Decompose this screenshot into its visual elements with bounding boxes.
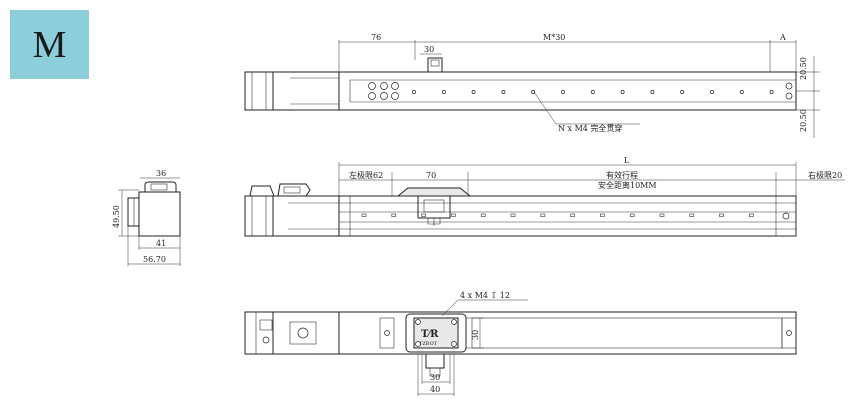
dim-a: A [779,33,786,42]
mounting-hole [561,90,565,94]
dim-40: 40 [430,385,440,394]
top-view: 76 M*30 A 30 20.50 [244,33,820,138]
dim-41: 41 [156,239,166,248]
side-slot [659,213,665,217]
dim-76: 76 [371,33,381,42]
dim-20-50-upper: 20.50 [799,57,808,80]
tzbot-logo: T⁄R TZBOT [419,329,439,347]
note-4x-m4: 4 x M4 ↧ 12 [460,291,510,300]
dim-30-horizontal: 30 [430,373,440,382]
end-view: 36 49.50 41 56.70 [112,169,181,266]
mounting-hole [739,90,744,94]
side-slot [629,213,635,217]
left-limit: 左极限62 [349,170,383,180]
dim-l: L [624,156,630,165]
safety-label: 安全距离10MM [598,180,657,190]
mounting-holes [412,90,774,94]
dim-m30: M*30 [543,33,565,42]
dim-30-top: 30 [424,45,434,54]
side-slot [540,213,546,217]
dim-70: 70 [426,171,436,180]
side-slot [749,213,754,217]
mounting-hole [590,90,595,94]
side-view: L 左极限62 70 有效行程 安全距离10MM 右极限20 [244,156,845,237]
side-slot [391,213,397,217]
right-limit: 右极限20 [808,170,842,180]
dim-20-50-lower: 20.50 [799,109,808,132]
stroke-label: 有效行程 [606,170,638,180]
side-slot [361,213,367,217]
side-slot [421,213,426,217]
side-slot [480,213,486,217]
side-slots [361,213,754,217]
mounting-hole [650,90,655,94]
mounting-hole [620,90,625,94]
dim-30-vertical: 30 [471,330,480,340]
side-slot [689,213,695,217]
dim-56-70: 56.70 [143,255,166,264]
note-n-m4: N x M4 完全贯穿 [558,123,622,133]
model-badge: M [10,10,89,79]
mounting-hole [531,90,536,94]
mounting-hole [769,90,774,94]
mounting-hole [710,90,714,94]
svg-text:T⁄R: T⁄R [421,329,439,340]
side-slot [570,213,575,217]
side-slot [719,213,724,217]
svg-text:TZBOT: TZBOT [419,341,438,347]
mounting-hole [680,90,685,94]
mounting-hole [471,90,476,94]
dim-49-50: 49.50 [112,205,121,228]
mounting-hole [412,90,416,94]
mounting-hole [441,90,446,94]
dim-36: 36 [156,169,166,178]
mounting-hole [501,90,506,94]
model-letter: M [32,23,67,66]
side-slot [510,213,516,217]
side-slot [600,213,605,217]
side-slot [451,213,456,217]
bottom-view: 4 x M4 ↧ 12 T⁄R TZBOT [244,291,797,396]
